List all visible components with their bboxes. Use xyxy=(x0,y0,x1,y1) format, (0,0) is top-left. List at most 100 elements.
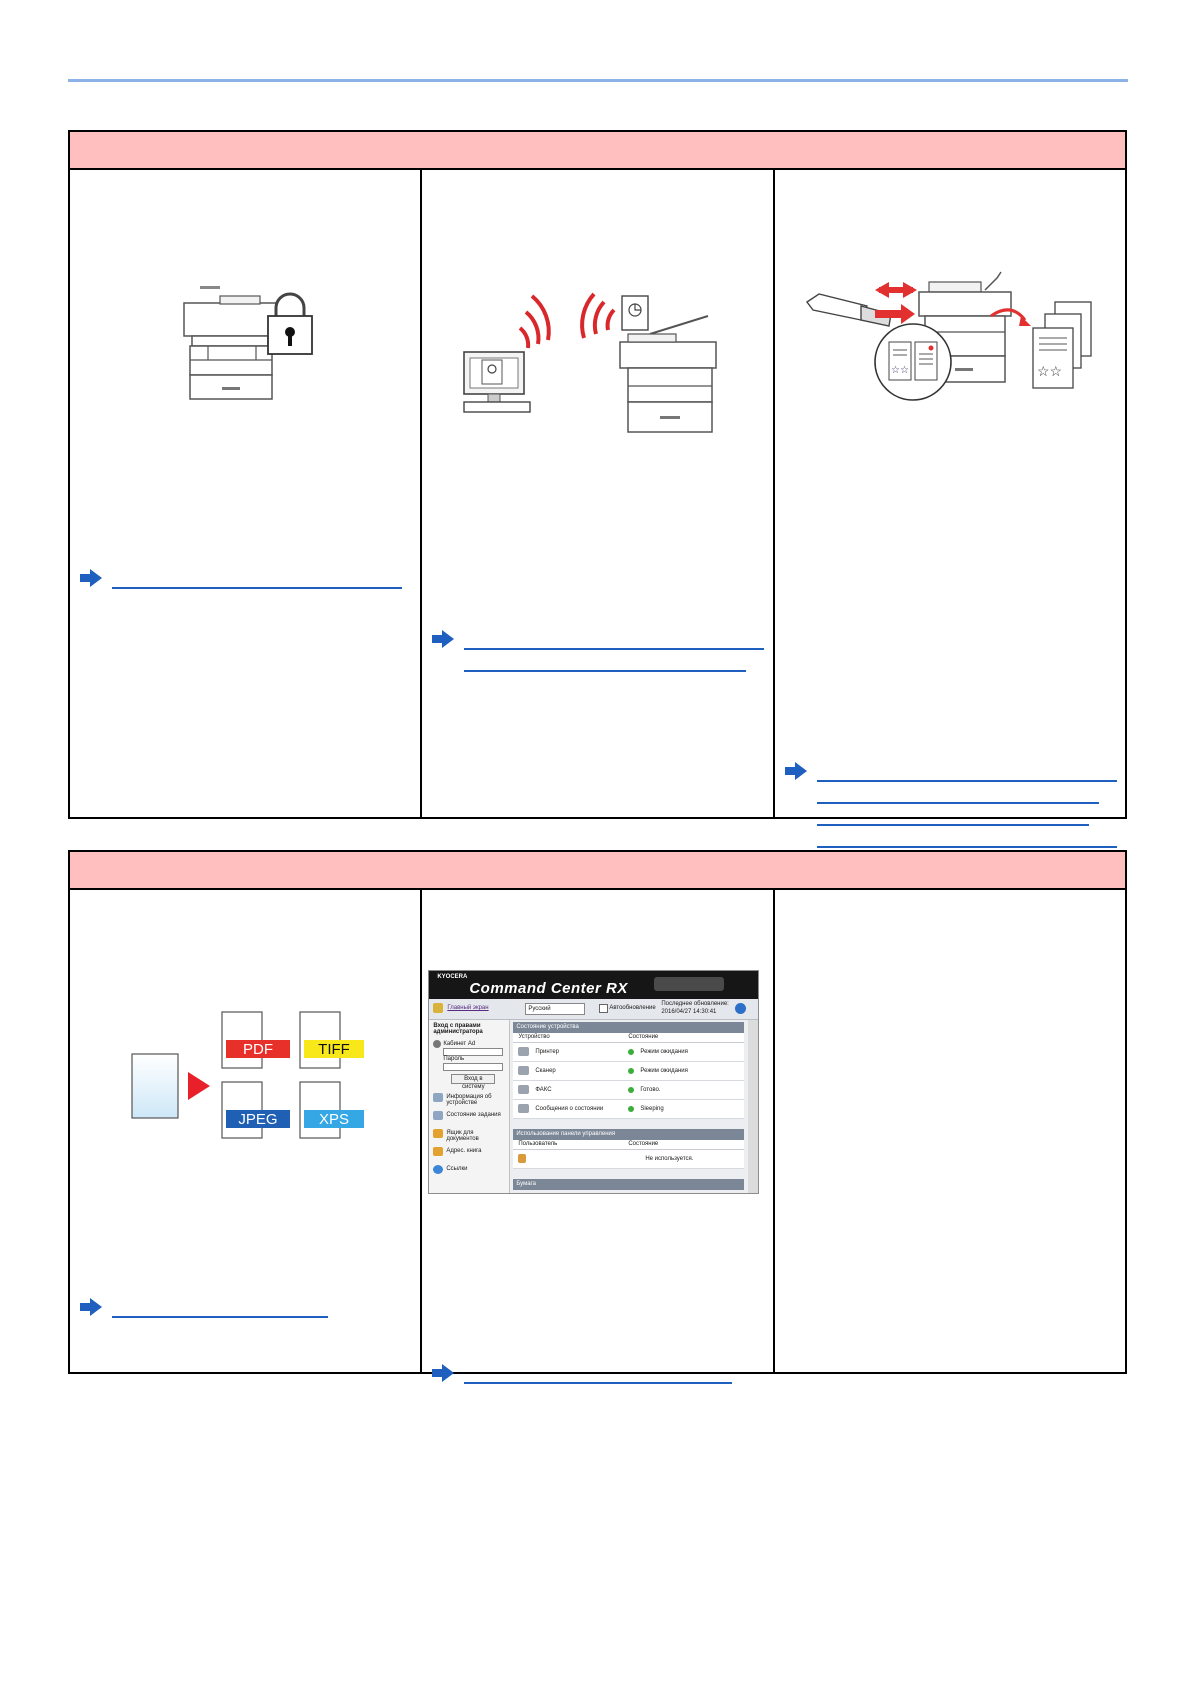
xps-label: XPS xyxy=(319,1111,349,1128)
sidebar-item-device-info[interactable]: Информация об устройстве xyxy=(433,1092,505,1106)
reference-link-line[interactable] xyxy=(816,760,1117,782)
col-user: Пользователь xyxy=(518,1141,558,1147)
reference-link-line[interactable] xyxy=(464,650,747,672)
reference-link-line[interactable] xyxy=(112,1296,328,1318)
command-center-screenshot: KYOCERA Command Center RX Главный экран … xyxy=(428,970,760,1194)
section-header-bar xyxy=(70,132,1125,170)
screenshot-scrollbar[interactable] xyxy=(748,1020,759,1193)
screenshot-sidebar: Вход с правами администратора Кабинет Ad… xyxy=(429,1020,511,1193)
job-status-icon xyxy=(433,1111,444,1120)
paper-header: Бумага xyxy=(513,1179,745,1190)
status-dot xyxy=(628,1068,635,1074)
col-device: Устройство xyxy=(518,1034,550,1040)
status-dot xyxy=(628,1087,635,1093)
auto-refresh-checkbox[interactable] xyxy=(599,1004,609,1013)
home-link[interactable]: Главный экран xyxy=(447,1005,489,1011)
kyocera-logo: KYOCERA xyxy=(437,974,468,980)
auto-refresh-label: Автообновление xyxy=(609,1005,656,1011)
device-status-header: Состояние устройства xyxy=(513,1022,745,1033)
usage-row: Не используется. xyxy=(513,1150,745,1169)
col-status: Состояние xyxy=(628,1034,659,1040)
tiff-badge xyxy=(304,1040,364,1058)
sidebar-item-links[interactable]: Ссылки xyxy=(433,1164,505,1176)
status-dot xyxy=(628,1106,635,1112)
reference-link-line[interactable] xyxy=(112,567,402,589)
reference-link[interactable] xyxy=(784,760,1117,848)
device-lock-icon xyxy=(180,280,330,410)
language-select[interactable]: Русский xyxy=(525,1003,586,1015)
links-icon xyxy=(433,1165,444,1174)
feature-cell: KYOCERA Command Center RX Главный экран … xyxy=(420,890,772,1384)
usb-memory-print-icon: ☆☆ ☆☆ xyxy=(805,270,1110,435)
svg-text:☆☆: ☆☆ xyxy=(1037,363,1062,379)
usage-columns: Пользователь Состояние xyxy=(513,1140,745,1150)
arrow-right-icon xyxy=(432,630,455,648)
printer-icon xyxy=(518,1047,530,1056)
reference-link[interactable] xyxy=(80,1296,328,1318)
user-icon xyxy=(518,1154,527,1163)
feature-cell xyxy=(70,170,420,817)
reference-link-line[interactable] xyxy=(464,628,765,650)
tiff-label: TIFF xyxy=(318,1041,350,1058)
message-icon xyxy=(518,1104,530,1113)
address-book-icon xyxy=(433,1147,444,1156)
xps-badge xyxy=(304,1110,364,1128)
arrow-right-icon xyxy=(80,1298,102,1316)
screenshot-header: KYOCERA Command Center RX xyxy=(429,971,759,999)
sidebar-item-address-book[interactable]: Адрес. книга xyxy=(433,1146,505,1158)
feature-cell-empty xyxy=(772,890,1125,1372)
feature-cell: PDF TIFF JPEG XPS xyxy=(70,890,420,1372)
pdf-badge xyxy=(226,1040,290,1058)
feature-cell xyxy=(420,170,772,817)
arrow-right-icon xyxy=(80,569,102,587)
reference-link-line[interactable] xyxy=(816,826,1117,848)
user-name-input[interactable] xyxy=(443,1048,504,1056)
usage-header: Использование панели управления xyxy=(513,1129,745,1140)
device-status-columns: Устройство Состояние xyxy=(513,1033,745,1043)
status-dot xyxy=(628,1049,635,1055)
login-title: Вход с правами администратора xyxy=(433,1023,483,1035)
password-input[interactable] xyxy=(443,1063,504,1071)
feature-cell: ☆☆ ☆☆ xyxy=(772,170,1125,848)
arrow-right-icon xyxy=(432,1364,455,1382)
section-2: PDF TIFF JPEG XPS xyxy=(68,850,1127,1384)
wireless-print-icon xyxy=(452,290,752,455)
login-button[interactable]: Вход в систему xyxy=(451,1074,496,1090)
svg-text:☆☆: ☆☆ xyxy=(891,365,909,376)
device-info-icon xyxy=(433,1093,444,1102)
reference-link[interactable] xyxy=(432,1362,733,1384)
section-1: ☆☆ ☆☆ xyxy=(68,130,1127,848)
reference-link-line[interactable] xyxy=(816,782,1099,804)
jpeg-label: JPEG xyxy=(238,1111,277,1128)
screenshot-main: Состояние устройства Устройство Состояни… xyxy=(513,1022,745,1193)
document-box-icon xyxy=(433,1129,444,1138)
password-label: Пароль xyxy=(443,1056,465,1062)
screenshot-toolbar: Главный экран Русский Автообновление Пос… xyxy=(429,999,759,1020)
user-avatar-icon xyxy=(433,1040,442,1048)
sidebar-item-job-status[interactable]: Состояние задания xyxy=(433,1110,505,1122)
fax-icon xyxy=(518,1085,530,1094)
reference-link[interactable] xyxy=(80,567,402,589)
pdf-label: PDF xyxy=(243,1041,273,1058)
reference-link[interactable] xyxy=(432,628,765,672)
app-title: Command Center RX xyxy=(469,980,628,997)
user-name-label: Кабинет Ad xyxy=(443,1041,476,1047)
col-state: Состояние xyxy=(628,1141,659,1147)
section-header-bar xyxy=(70,852,1125,890)
file-formats-icon: PDF TIFF JPEG XPS xyxy=(130,1010,370,1155)
arrow-right-icon xyxy=(784,762,807,780)
home-icon[interactable] xyxy=(433,1003,444,1013)
last-update-value: 2016/04/27 14:30:41 xyxy=(661,1009,717,1015)
top-rule xyxy=(68,79,1128,82)
sidebar-item-document-box[interactable]: Ящик для документов xyxy=(433,1128,505,1142)
refresh-icon[interactable] xyxy=(735,1003,747,1014)
scanner-icon xyxy=(518,1066,530,1075)
reference-link-line[interactable] xyxy=(816,804,1089,826)
reference-link-line[interactable] xyxy=(464,1362,733,1384)
device-name-blur xyxy=(654,977,725,991)
jpeg-badge xyxy=(226,1110,290,1128)
